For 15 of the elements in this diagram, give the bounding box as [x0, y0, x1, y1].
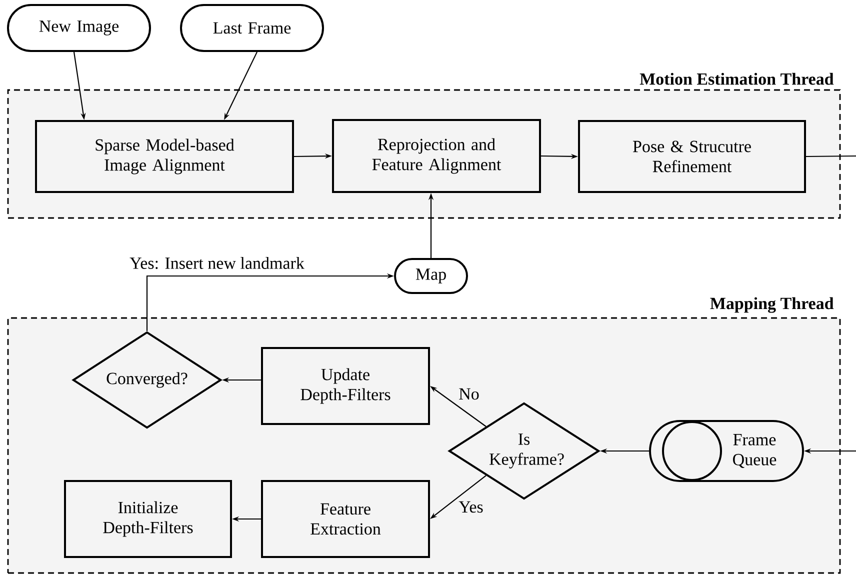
process-box: Sparse Model-based Image Alignment [35, 120, 294, 193]
process-box: Feature Extraction [261, 480, 430, 558]
node-label: Motion Estimation Thread [640, 72, 834, 85]
terminal-pill: New Image [7, 4, 151, 52]
node-label: Mapping Thread [710, 297, 834, 313]
edge-label: Yes: Insert new landmark [130, 256, 304, 270]
process-box: Pose & Strucutre Refinement [578, 120, 806, 193]
queue-drawing: Frame Queue [649, 420, 804, 482]
edge-label: No [459, 388, 479, 400]
process-box: Reprojection and Feature Alignment [332, 119, 541, 193]
terminal-pill: Map [394, 258, 468, 294]
process-box: Update Depth-Filters [261, 347, 430, 425]
edge-label: Yes [458, 501, 483, 513]
process-box: Initialize Depth-Filters [64, 480, 232, 558]
terminal-pill: Last Frame [180, 4, 324, 52]
